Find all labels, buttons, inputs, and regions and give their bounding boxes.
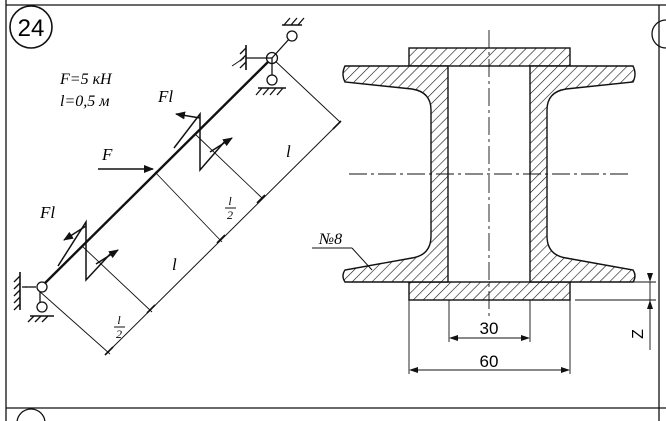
- label-moment-lower: Fl: [39, 203, 55, 222]
- top-pin-support: [231, 17, 305, 96]
- label-span-upper: l: [286, 142, 291, 161]
- label-moment-upper: Fl: [157, 87, 173, 106]
- svg-text:2: 2: [227, 208, 233, 222]
- bottom-pin-support: [13, 272, 54, 323]
- top-plate: [408, 47, 571, 67]
- channel-right: [529, 65, 636, 283]
- svg-text:2: 2: [116, 327, 122, 341]
- given-force: F=5 кН: [59, 71, 113, 88]
- label-force: F: [101, 145, 113, 164]
- given-length: l=0,5 м: [60, 93, 109, 110]
- fraction-upper: l 2: [225, 194, 236, 222]
- problem-number-badge: 24: [9, 5, 53, 49]
- dim-inner-width: 30: [480, 319, 499, 338]
- moment-upper: [173, 111, 233, 173]
- channel-left: [342, 65, 449, 283]
- bottom-plate: [408, 281, 571, 301]
- next-problem-circle: [16, 408, 46, 421]
- channel-label: №8: [318, 231, 342, 248]
- problem-number: 24: [18, 15, 45, 42]
- dim-offset: Z: [630, 329, 647, 339]
- page-border: [5, 0, 666, 421]
- neighbor-circle-edge: [651, 19, 666, 49]
- beam: [37, 57, 273, 291]
- svg-text:l: l: [117, 313, 121, 327]
- label-span-lower: l: [172, 255, 177, 274]
- beam-scheme: [13, 17, 342, 356]
- moment-lower: [57, 219, 119, 282]
- dim-outer-width: 60: [480, 352, 499, 371]
- fraction-lower: l 2: [114, 313, 125, 341]
- cross-section: [312, 30, 656, 374]
- svg-text:l: l: [228, 194, 232, 208]
